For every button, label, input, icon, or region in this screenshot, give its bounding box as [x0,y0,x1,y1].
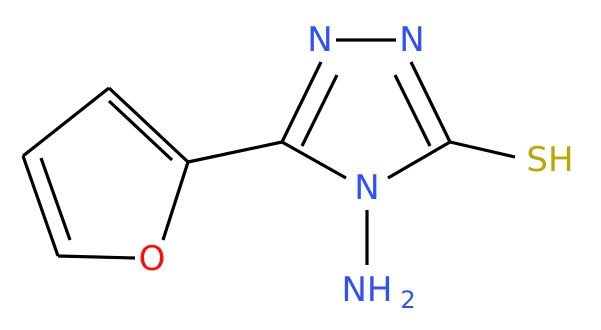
bond-n2-c3-single [409,61,452,143]
bond-furan-c5-o [57,254,136,260]
bond-c5-n1-double [300,74,339,147]
bond-furan-c4-c5-inner [39,157,72,241]
bond-c3-sh [449,140,516,159]
atom-label-sh: SH [526,140,573,180]
bond-furan-o-c2 [161,161,190,241]
bond-c5-furan [187,140,283,164]
atom-label-n2: N [399,20,424,60]
bond-n4-c5 [281,140,347,180]
bond-c3-n4 [387,140,451,180]
atom-label-nh2: NH [342,270,393,310]
atom-label-nh2-subscript: 2 [400,286,415,314]
bond-furan-c2-c3-inner [107,99,174,162]
atom-label-o: O [139,239,166,279]
bond-n2-c3-double [393,74,432,147]
atom-label-n1: N [307,20,332,60]
bond-furan-c3-c4 [22,86,110,158]
atom-label-n4: N [354,168,379,208]
bond-c5-n1-single [280,61,323,143]
bonds [21,38,516,265]
bond-furan-c2-c3 [107,86,190,164]
bond-furan-c4-c5 [21,155,60,257]
atom-labels: N N N SH O NH 2 [139,20,574,314]
